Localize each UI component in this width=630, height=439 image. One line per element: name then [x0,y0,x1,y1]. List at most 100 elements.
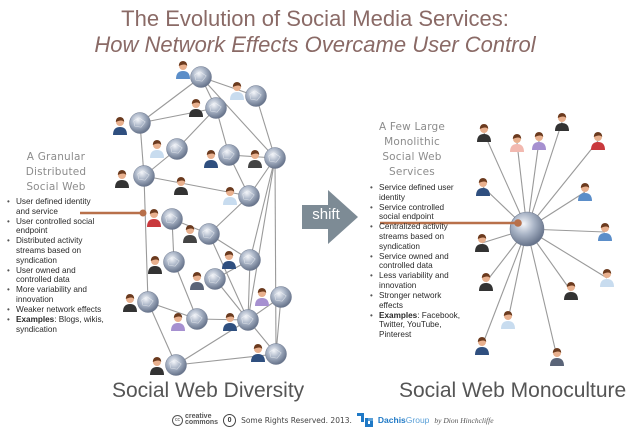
person-icon [223,313,237,331]
globe-node-icon [245,85,267,107]
company-name-bold: Dachis [377,415,406,425]
shift-arrow-icon [302,190,358,244]
list-item: Distributed activity streams based on sy… [6,236,104,265]
person-icon [248,150,262,168]
person-icon [564,282,578,300]
cc-word: creative [185,413,212,420]
network-edge [249,157,276,261]
left-heading: A Granular Distributed Social Web [6,150,106,195]
hub-spoke [526,121,563,230]
globe-node-icon [205,97,227,119]
rights-text: Some Rights Reserved. 2013. [241,415,352,425]
globe-node-icon [237,309,259,331]
examples-label: Examples [16,315,55,325]
globe-node-icon [270,286,292,308]
hub-spoke [483,132,528,230]
person-icon [148,256,162,274]
dachis-group-logo-icon [356,413,373,427]
globe-node-icon [204,268,226,290]
left-heading-line: A Granular [26,151,86,163]
byline: by Dion Hinchcliffe [434,415,494,425]
examples-text: : Blogs, wikis, syndication [16,315,104,334]
person-icon [150,140,164,158]
person-icon [147,209,161,227]
left-people-icons [113,61,269,375]
network-edge [147,301,177,366]
network-edge [274,157,277,355]
list-item: User defined identity and service [6,197,104,216]
person-icon [475,234,489,252]
person-icon [251,344,265,362]
list-item: Stronger network effects [369,291,467,310]
cc-word: commons [185,419,219,426]
list-item: User controlled social endpoint [6,217,104,236]
globe-node-icon [166,138,188,160]
person-icon [475,337,489,355]
company-name-rest: Group [405,415,430,425]
globe-node-icon [265,343,287,365]
globe-node-icon [129,112,151,134]
examples-label: Examples [379,310,418,320]
right-heading-line: Social Web [382,151,442,163]
right-connector-junction [514,219,522,227]
network-edge [139,107,217,124]
page-subtitle: How Network Effects Overcame User Contro… [94,32,536,57]
person-icon [476,178,490,196]
globe-node-icon [186,308,208,330]
network-edge [139,76,202,124]
person-icon [183,225,197,243]
right-heading: A Few Large Monolithic Social Web Servic… [362,120,462,180]
network-edge [255,95,276,159]
hub-globe-icon [509,211,545,247]
globe-node-icon [198,223,220,245]
left-heading-line: Distributed [25,166,87,178]
right-bullet-list: Service defined user identity Service co… [369,183,467,340]
shift-label: shift [312,206,340,223]
person-icon [230,82,244,100]
list-item-examples: Examples: Facebook, Twitter, YouTube, Pi… [369,311,467,340]
person-icon [171,313,185,331]
list-item: Centralized activity streams based on sy… [369,222,467,251]
person-icon [598,223,612,241]
cc-wordmark: creative commons [185,413,219,426]
person-icon [189,99,203,117]
right-heading-line: A Few Large [378,121,446,133]
person-icon [479,273,493,291]
left-heading-line: Social Web [26,181,86,193]
person-icon [501,311,515,329]
person-icon [555,113,569,131]
list-item: Weaker network effects [6,305,104,315]
list-item: Service controlled social endpoint [369,203,467,222]
globe-node-icon [239,249,261,271]
person-icon [150,357,164,375]
left-network-nodes [129,66,292,376]
page-title: The Evolution of Social Media Services: [121,6,509,31]
person-icon [477,124,491,142]
person-icon [176,61,190,79]
left-bullet-list: User defined identity and service User c… [6,197,104,335]
person-icon [115,170,129,188]
network-edge [208,233,249,321]
list-item-examples: Examples: Blogs, wikis, syndication [6,315,104,334]
network-edge [200,76,276,159]
right-caption: Social Web Monoculture [399,379,627,402]
creative-commons-logo: cc creative commons [172,413,219,426]
list-item: More variability and innovation [6,285,104,304]
right-hub-spokes [481,121,608,358]
person-icon [510,134,524,152]
examples-text: : Facebook, Twitter, YouTube, Pinterest [379,310,461,339]
left-network-edges [139,76,282,366]
cc-badge-icon: cc [172,414,183,426]
list-item: Less variability and innovation [369,271,467,290]
globe-node-icon [163,251,185,273]
globe-node-icon [190,66,212,88]
globe-node-icon [133,165,155,187]
list-item: Service owned and controlled data [369,252,467,271]
person-icon [600,269,614,287]
hub-spoke [526,228,558,358]
person-icon [591,132,605,150]
hub-spoke [481,228,528,347]
right-people-icons [475,113,614,366]
right-heading-line: Services [389,166,435,178]
network-edge [247,157,276,321]
